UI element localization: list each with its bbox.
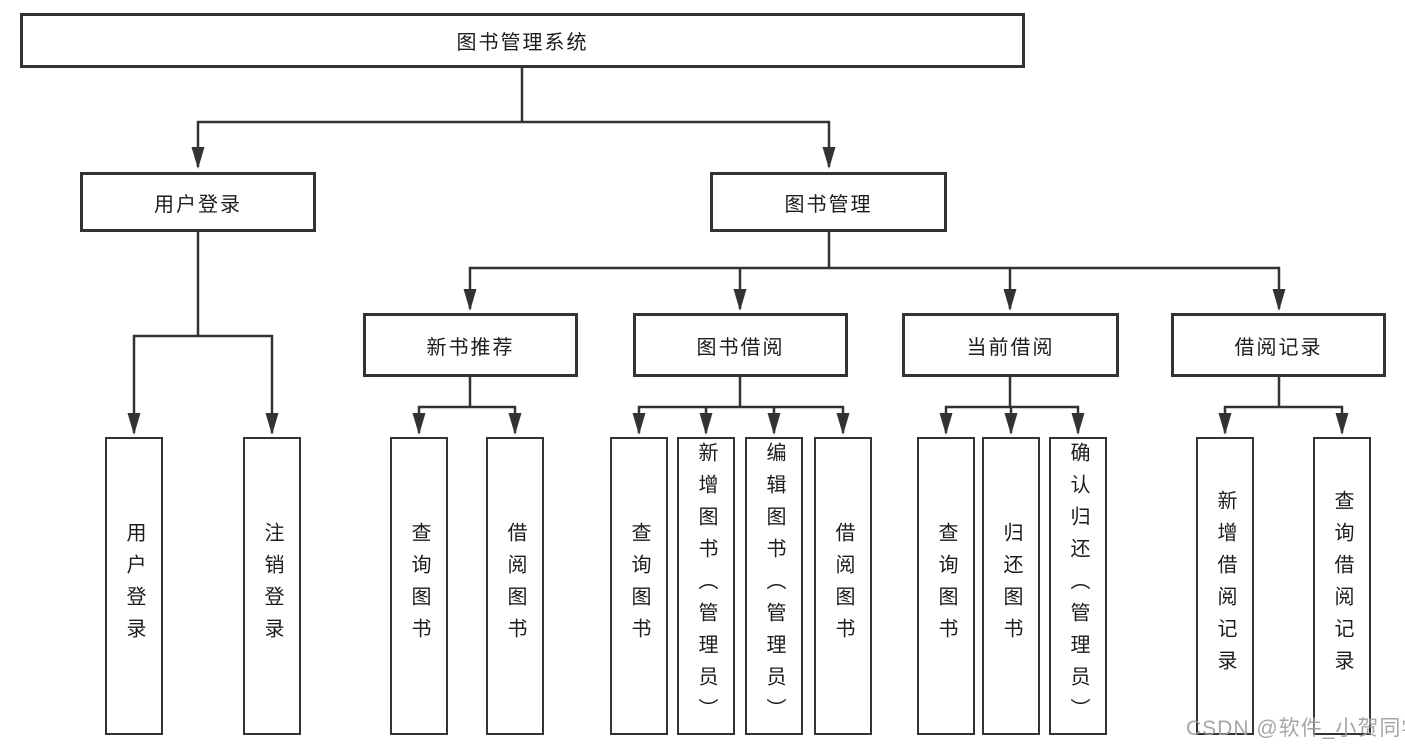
node-label: 查询图书 — [628, 522, 650, 650]
node-label: 图书管理 — [784, 193, 873, 216]
node-label: 查询图书 — [408, 522, 430, 650]
node-label: 借阅图书 — [504, 522, 526, 650]
node-label: 图书管理系统 — [456, 32, 589, 54]
node-label: 新增借阅记录 — [1214, 490, 1236, 682]
leaf-confirm-return-admin: 确认归还（管理员） — [1049, 437, 1107, 735]
node-label: 注销登录 — [261, 522, 283, 650]
leaf-edit-book-admin: 编辑图书（管理员） — [745, 437, 803, 735]
node-label: 查询图书 — [935, 522, 957, 650]
node-label: 确认归还（管理员） — [1067, 442, 1089, 730]
node-label: 当前借阅 — [966, 336, 1055, 359]
node-label: 新书推荐 — [426, 336, 515, 359]
leaf-return-books: 归还图书 — [982, 437, 1040, 735]
leaf-borrow-books-recommend: 借阅图书 — [486, 437, 544, 735]
node-label: 归还图书 — [1000, 522, 1022, 650]
leaf-borrow-books: 借阅图书 — [814, 437, 872, 735]
node-label: 借阅图书 — [832, 522, 854, 650]
node-user-login: 用户登录 — [80, 172, 316, 232]
watermark: CSDN @软件_小贺同学 — [1186, 717, 1405, 740]
leaf-query-books-borrow: 查询图书 — [610, 437, 668, 735]
node-library-management-system: 图书管理系统 — [20, 13, 1025, 68]
node-book-management: 图书管理 — [710, 172, 947, 232]
leaf-user-login: 用户登录 — [105, 437, 163, 735]
leaf-logout: 注销登录 — [243, 437, 301, 735]
node-label: 查询借阅记录 — [1331, 490, 1353, 682]
node-label: 新增图书（管理员） — [695, 442, 717, 730]
node-borrowing-records: 借阅记录 — [1171, 313, 1386, 377]
node-label: 用户登录 — [154, 193, 242, 216]
leaf-query-borrow-record: 查询借阅记录 — [1313, 437, 1371, 735]
node-current-borrowing: 当前借阅 — [902, 313, 1119, 377]
node-label: 编辑图书（管理员） — [763, 442, 785, 730]
node-label: 借阅记录 — [1234, 336, 1323, 359]
node-book-borrowing: 图书借阅 — [633, 313, 848, 377]
leaf-add-borrow-record: 新增借阅记录 — [1196, 437, 1254, 735]
leaf-add-book-admin: 新增图书（管理员） — [677, 437, 735, 735]
node-new-book-recommendation: 新书推荐 — [363, 313, 578, 377]
node-label: 用户登录 — [123, 522, 145, 650]
leaf-query-books-current: 查询图书 — [917, 437, 975, 735]
leaf-query-books-recommend: 查询图书 — [390, 437, 448, 735]
node-label: 图书借阅 — [696, 336, 785, 359]
